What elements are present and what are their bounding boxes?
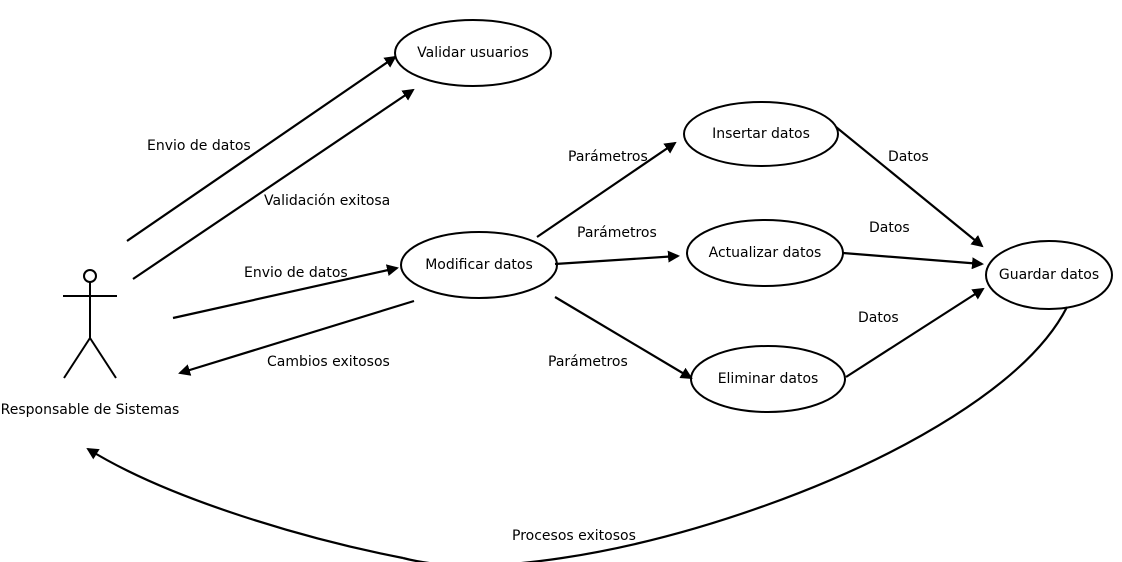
edge-datos-insertar-guardar: Datos [835, 126, 984, 248]
actor-name: Responsable de Sistemas [1, 402, 180, 418]
usecase-label: Modificar datos [425, 257, 533, 273]
edge-envio-datos-modificar: Envio de datos [172, 264, 399, 320]
edge-envio-datos-validar: Envio de datos [126, 55, 397, 242]
usecase-ellipse [985, 240, 1113, 310]
edge-validacion-exitosa: Validación exitosa [132, 88, 415, 280]
edge-parametros-eliminar: Parámetros [548, 296, 693, 380]
actor-head [83, 269, 97, 283]
usecase-label: Eliminar datos [718, 371, 819, 387]
edge-cambios-exitosos: Cambios exitosos [178, 299, 415, 376]
edge-label: Parámetros [548, 354, 628, 370]
edge-label: Procesos exitosos [512, 528, 636, 544]
actor-right-leg [89, 337, 117, 379]
usecase-ellipse [400, 231, 558, 299]
usecase-label: Guardar datos [999, 267, 1099, 283]
usecase-label: Validar usuarios [417, 45, 529, 61]
edge-label: Cambios exitosos [267, 354, 390, 370]
edge-label: Envio de datos [147, 138, 251, 154]
usecase-ellipse [683, 101, 839, 167]
usecase-insertar-datos[interactable]: Insertar datos [683, 101, 839, 167]
edge-label: Validación exitosa [264, 193, 390, 209]
usecase-validar-usuarios[interactable]: Validar usuarios [394, 19, 552, 87]
edge-label: Parámetros [568, 149, 648, 165]
usecase-ellipse [394, 19, 552, 87]
edge-label: Datos [888, 149, 929, 165]
usecase-label: Actualizar datos [709, 245, 822, 261]
usecase-modificar-datos[interactable]: Modificar datos [400, 231, 558, 299]
edge-label: Envio de datos [244, 265, 348, 281]
edge-parametros-actualizar: Parámetros [554, 225, 680, 266]
edge-label: Datos [858, 310, 899, 326]
edge-label: Parámetros [577, 225, 657, 241]
edge-parametros-insertar: Parámetros [536, 141, 677, 238]
edge-datos-actualizar-guardar: Datos [842, 220, 984, 270]
edge-procesos-exitosos: Procesos exitosos [86, 306, 1068, 562]
actor-responsable-de-sistemas[interactable]: Responsable de Sistemas [1, 269, 180, 418]
usecase-eliminar-datos[interactable]: Eliminar datos [690, 345, 846, 413]
usecase-guardar-datos[interactable]: Guardar datos [985, 240, 1113, 310]
actor-left-leg [63, 337, 91, 379]
edge-datos-eliminar-guardar: Datos [845, 287, 985, 378]
usecase-label: Insertar datos [712, 126, 810, 142]
edge-label: Datos [869, 220, 910, 236]
usecase-actualizar-datos[interactable]: Actualizar datos [686, 219, 844, 287]
